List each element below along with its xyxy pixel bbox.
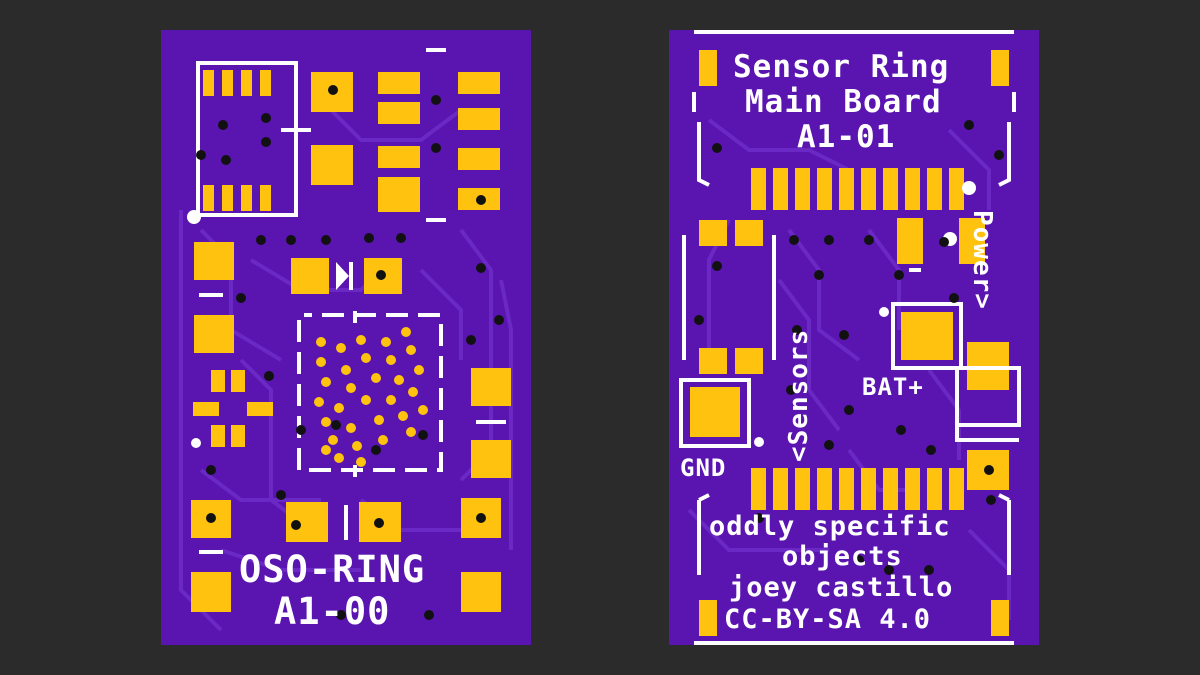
pcb-right-board: Sensor Ring Main Board A1-01 Power> <Sen… bbox=[669, 30, 1039, 645]
right-pads bbox=[690, 50, 1009, 636]
board-name-label: OSO-RING bbox=[239, 548, 426, 591]
board-title-line2: Main Board bbox=[745, 84, 942, 120]
credit-line3: joey castillo bbox=[729, 572, 954, 603]
left-pads bbox=[191, 70, 511, 612]
left-vias bbox=[196, 85, 504, 620]
left-silkscreen bbox=[196, 48, 506, 554]
credit-line2: objects bbox=[782, 541, 903, 572]
bat-plus-label: BAT+ bbox=[862, 373, 924, 401]
right-board-artwork bbox=[679, 30, 1021, 645]
power-label: Power> bbox=[967, 210, 997, 310]
right-silkscreen bbox=[679, 30, 1021, 645]
left-board-artwork bbox=[179, 48, 513, 632]
left-bga-balls bbox=[314, 327, 428, 467]
credit-line1: oddly specific bbox=[709, 511, 951, 542]
revision-label: A1-01 bbox=[797, 119, 896, 155]
board-title-line1: Sensor Ring bbox=[733, 49, 950, 85]
right-vias bbox=[694, 120, 1004, 575]
revision-label: A1-00 bbox=[274, 590, 391, 633]
pcb-left-board: OSO-RING A1-00 bbox=[161, 30, 531, 645]
left-silk-marks bbox=[187, 210, 357, 477]
sensors-label: <Sensors bbox=[784, 328, 814, 462]
license-label: CC-BY-SA 4.0 bbox=[724, 604, 932, 635]
gnd-label: GND bbox=[680, 454, 727, 482]
